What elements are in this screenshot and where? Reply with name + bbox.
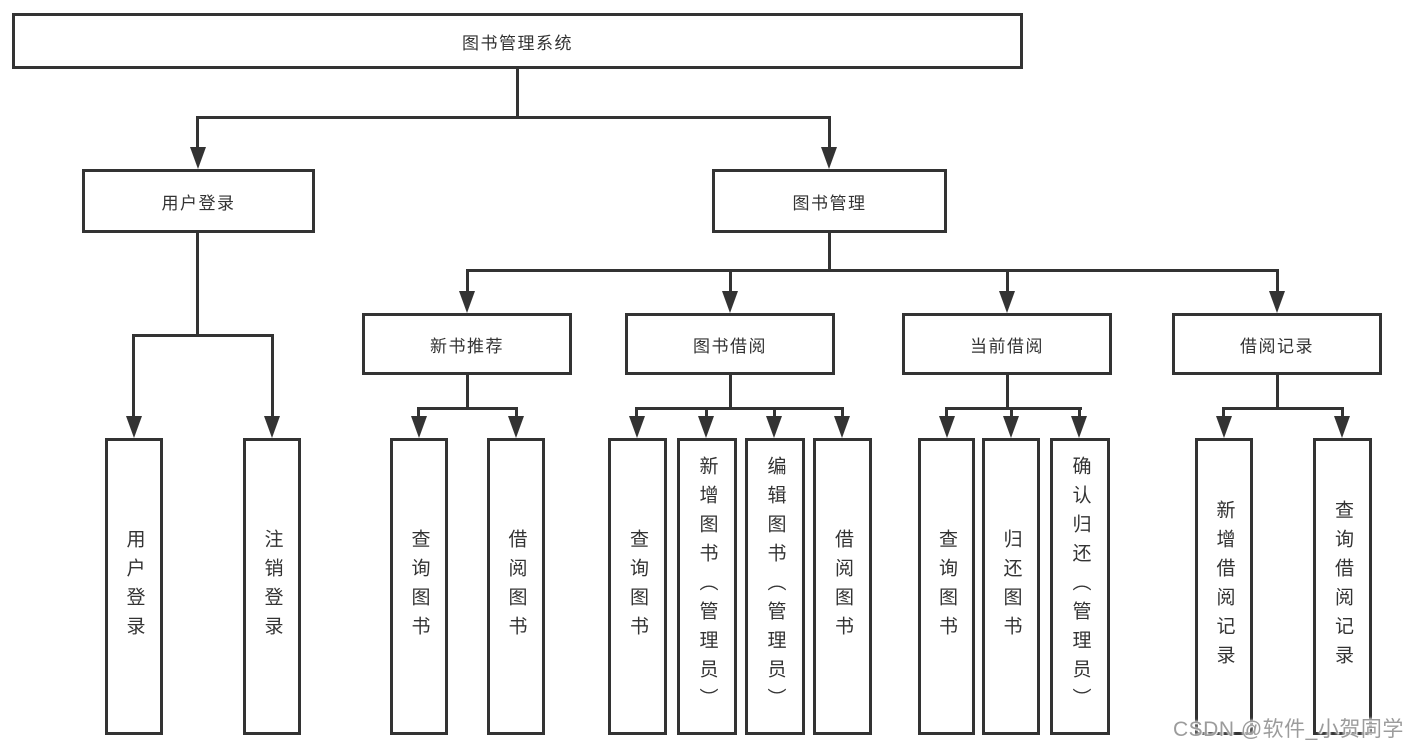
- connector-line: [828, 117, 831, 150]
- node-borrow-records: 借阅记录: [1172, 313, 1382, 375]
- connector-line: [729, 375, 732, 410]
- node-label: 用户登录: [123, 528, 145, 645]
- node-label: 归还图书: [1000, 528, 1022, 645]
- node-user-login: 用户登录: [82, 169, 315, 233]
- connector-line: [196, 233, 199, 337]
- connector-line: [466, 375, 469, 410]
- leaf-newbook-borrow-books: 借阅图书: [487, 438, 545, 735]
- connector-line: [1010, 407, 1013, 420]
- connector-line: [1006, 270, 1009, 293]
- node-label: 借阅图书: [505, 528, 527, 645]
- node-book-management: 图书管理: [712, 169, 947, 233]
- node-book-borrow: 图书借阅: [625, 313, 835, 375]
- connector-line: [1276, 375, 1279, 410]
- arrowhead-down-icon: [126, 416, 142, 438]
- leaf-user-login: 用户登录: [105, 438, 163, 735]
- leaf-current-confirm-return-admin: 确认归还（管理员）: [1050, 438, 1110, 735]
- node-label: 当前借阅: [970, 336, 1044, 356]
- arrowhead-down-icon: [1071, 416, 1087, 438]
- node-label: 图书管理系统: [462, 33, 573, 53]
- connector-line: [1341, 407, 1344, 420]
- connector-line: [132, 334, 274, 337]
- connector-line: [132, 334, 135, 420]
- connector-line: [271, 334, 274, 420]
- node-label: 图书管理: [792, 193, 867, 213]
- leaf-current-return-books: 归还图书: [982, 438, 1040, 735]
- node-label: 图书借阅: [693, 336, 767, 356]
- leaf-logout: 注销登录: [243, 438, 301, 735]
- arrowhead-down-icon: [766, 416, 782, 438]
- connector-line: [945, 407, 948, 420]
- leaf-newbook-query-books: 查询图书: [390, 438, 448, 735]
- connector-line: [635, 407, 844, 410]
- connector-line: [841, 407, 844, 420]
- arrowhead-down-icon: [722, 291, 738, 313]
- arrowhead-down-icon: [190, 147, 206, 169]
- leaf-current-query-books: 查询图书: [918, 438, 975, 735]
- arrowhead-down-icon: [264, 416, 280, 438]
- leaf-borrow-add-books-admin: 新增图书（管理员）: [677, 438, 737, 735]
- node-label: 借阅记录: [1240, 336, 1314, 356]
- connector-line: [1078, 407, 1081, 420]
- node-label: 确认归还（管理员）: [1069, 456, 1091, 717]
- connector-line: [1006, 375, 1009, 410]
- leaf-borrow-query-books: 查询图书: [608, 438, 667, 735]
- node-root-library-system: 图书管理系统: [12, 13, 1023, 69]
- connector-line: [729, 270, 732, 293]
- arrowhead-down-icon: [1269, 291, 1285, 313]
- leaf-borrow-edit-books-admin: 编辑图书（管理员）: [745, 438, 805, 735]
- node-label: 注销登录: [261, 528, 283, 645]
- arrowhead-down-icon: [1216, 416, 1232, 438]
- connector-line: [466, 269, 1279, 272]
- node-label: 新增借阅记录: [1213, 499, 1235, 674]
- connector-line: [705, 407, 708, 420]
- connector-line: [515, 407, 518, 420]
- node-label: 查询图书: [936, 528, 957, 645]
- arrowhead-down-icon: [459, 291, 475, 313]
- node-label: 用户登录: [161, 193, 236, 213]
- connector-line: [466, 270, 469, 293]
- connector-line: [828, 233, 831, 272]
- connector-line: [196, 117, 199, 150]
- arrowhead-down-icon: [698, 416, 714, 438]
- connector-line: [1222, 407, 1344, 410]
- arrowhead-down-icon: [1003, 416, 1019, 438]
- node-new-book-recommend: 新书推荐: [362, 313, 572, 375]
- leaf-records-add-borrow-record: 新增借阅记录: [1195, 438, 1253, 735]
- arrowhead-down-icon: [821, 147, 837, 169]
- csdn-watermark: CSDN @软件_小贺同学: [1173, 718, 1404, 741]
- leaf-borrow-borrow-books: 借阅图书: [813, 438, 872, 735]
- connector-line: [945, 407, 1082, 410]
- arrowhead-down-icon: [999, 291, 1015, 313]
- arrowhead-down-icon: [834, 416, 850, 438]
- connector-line: [417, 407, 420, 420]
- arrowhead-down-icon: [629, 416, 645, 438]
- arrowhead-down-icon: [939, 416, 955, 438]
- connector-line: [635, 407, 638, 420]
- arrowhead-down-icon: [508, 416, 524, 438]
- arrowhead-down-icon: [411, 416, 427, 438]
- node-label: 借阅图书: [832, 528, 853, 645]
- leaf-records-query-borrow-record: 查询借阅记录: [1313, 438, 1372, 735]
- node-label: 新增图书（管理员）: [696, 456, 718, 717]
- node-current-borrow: 当前借阅: [902, 313, 1112, 375]
- connector-line: [1276, 270, 1279, 293]
- connector-line: [773, 407, 776, 420]
- connector-line: [516, 69, 519, 117]
- node-label: 查询借阅记录: [1332, 499, 1353, 674]
- arrowhead-down-icon: [1334, 416, 1350, 438]
- node-label: 查询图书: [627, 528, 648, 645]
- node-label: 新书推荐: [430, 336, 504, 356]
- connector-line: [1222, 407, 1225, 420]
- node-label: 查询图书: [408, 528, 430, 645]
- node-label: 编辑图书（管理员）: [764, 456, 786, 717]
- connector-line: [417, 407, 518, 410]
- connector-line: [196, 116, 831, 119]
